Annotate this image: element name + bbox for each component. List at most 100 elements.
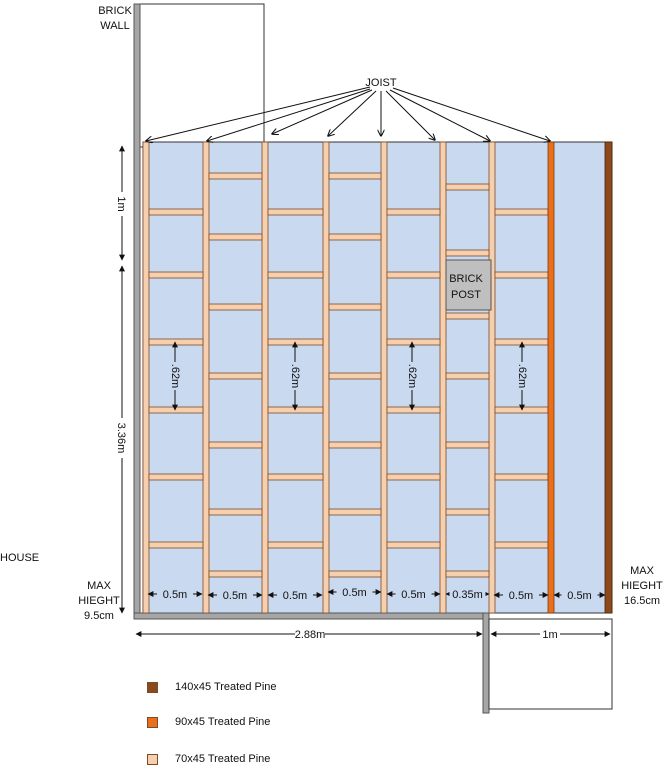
noggin-2-2	[208, 233, 263, 241]
bearer-140x45	[604, 141, 613, 614]
joist-3	[261, 141, 269, 614]
max-height-left-line-3: 9.5cm	[84, 610, 114, 622]
bay-width-label: 0.5m	[163, 589, 187, 601]
joist-2	[202, 141, 210, 614]
noggin-7-6	[494, 541, 549, 549]
vertical-dimension-1m: 1m	[115, 145, 129, 261]
vertical-dimension-main: 3.36m	[115, 265, 129, 614]
noggin-5-1	[386, 208, 441, 216]
bay-width-label: 0.5m	[223, 590, 247, 602]
legend-item-70x45: 70x45 Treated Pine	[147, 753, 270, 765]
noggin-2-4	[208, 372, 263, 380]
noggin-2-7	[208, 570, 263, 578]
bay-width-dimensions: 0.5m 0.5m 0.5m 0.5m 0.5m 0.35m 0.5m 0.5m	[147, 585, 606, 602]
noggin-2-6	[208, 508, 263, 516]
brick-post-label-1: BRICK	[449, 273, 483, 285]
bay-height-label: .62m	[406, 364, 418, 388]
noggin-3-2	[267, 271, 324, 279]
max-height-right-line-2: HIEGHT	[621, 580, 663, 592]
bay-width-label: 0.5m	[342, 587, 366, 599]
max-height-right: MAX HIEGHT 16.5cm	[621, 565, 663, 607]
max-height-left-line-1: MAX	[87, 580, 112, 592]
noggin-4-1	[328, 172, 382, 180]
bay-width-dim-6: 0.35m	[445, 587, 490, 601]
max-height-right-line-3: 16.5cm	[624, 595, 660, 607]
bearer-90x45	[547, 141, 555, 614]
bay-width-label: 0.5m	[567, 590, 591, 602]
noggin-4-7	[328, 570, 382, 578]
noggin-4-2	[328, 233, 382, 241]
noggin-5-6	[386, 541, 441, 549]
noggin-1-4	[148, 406, 204, 414]
bay-width-label: 0.5m	[509, 590, 533, 602]
noggin-6-2	[445, 249, 490, 257]
noggin-7-5	[494, 473, 549, 481]
bay-width-dim-2: 0.5m	[207, 588, 263, 602]
bay-height-label: .62m	[169, 364, 181, 388]
legend-swatch	[147, 753, 158, 765]
house-label: HOUSE	[0, 552, 39, 564]
brick-wall-label-1: BRICK	[98, 5, 132, 17]
brick-wall	[133, 3, 265, 620]
noggin-1-1	[148, 208, 204, 216]
bay-width-dim-8: 0.5m	[553, 588, 606, 602]
bay-width-dim-7: 0.5m	[493, 588, 549, 602]
legend-item-140x45: 140x45 Treated Pine	[147, 681, 277, 693]
bay-width-dim-5: 0.5m	[386, 587, 441, 601]
bay-height-dim-4: .62m	[515, 341, 529, 411]
bay-width-label: 0.5m	[283, 590, 307, 602]
noggin-5-2	[386, 271, 441, 279]
bay-height-label: .62m	[289, 364, 301, 388]
noggin-1-2	[148, 271, 204, 279]
joist-4	[322, 141, 330, 614]
noggin-6-5	[445, 441, 490, 449]
joist-6	[439, 141, 447, 614]
noggin-1-6	[148, 541, 204, 549]
noggin-4-5	[328, 441, 382, 449]
joist-label: JOIST	[365, 77, 396, 89]
noggin-2-3	[208, 303, 263, 311]
max-height-left: MAX HIEGHT 9.5cm	[78, 580, 120, 622]
legend-label: 90x45 Treated Pine	[175, 716, 271, 728]
noggin-6-6	[445, 508, 490, 516]
max-height-left-line-2: HIEGHT	[78, 595, 120, 607]
noggin-3-6	[267, 541, 324, 549]
bay-width-dim-1: 0.5m	[147, 587, 203, 601]
noggin-5-5	[386, 473, 441, 481]
noggin-4-6	[328, 508, 382, 516]
lower-wall	[133, 612, 613, 714]
extension-outline	[488, 618, 613, 710]
joist-5	[380, 141, 388, 614]
brick-wall-label-2: WALL	[100, 20, 130, 32]
dim-main-label: 3.36m	[115, 423, 127, 454]
legend-label: 70x45 Treated Pine	[175, 753, 271, 765]
noggin-7-1	[494, 208, 549, 216]
noggin-6-7	[445, 570, 490, 578]
noggin-7-2	[494, 271, 549, 279]
noggin-2-1	[208, 172, 263, 180]
noggin-1-3	[148, 338, 204, 346]
noggin-6-3	[445, 312, 490, 320]
bay-height-dim-2: .62m	[288, 341, 302, 411]
extension-width-dimension: 1m	[490, 627, 611, 641]
bay-width-label: 0.5m	[401, 589, 425, 601]
noggin-2-5	[208, 441, 263, 449]
bay-height-dimensions: .62m .62m .62m .62m	[168, 341, 529, 411]
bay-height-dim-1: .62m	[168, 341, 182, 411]
noggin-4-4	[328, 372, 382, 380]
total-width-label: 2.88m	[295, 629, 326, 641]
joist-1	[142, 141, 150, 614]
house-wall	[133, 3, 141, 620]
dim-1m-label: 1m	[115, 196, 127, 211]
legend-label: 140x45 Treated Pine	[175, 681, 277, 693]
max-height-right-line-1: MAX	[630, 565, 655, 577]
bay-height-label: .62m	[516, 364, 528, 388]
total-width-dimension: 2.88m	[135, 627, 483, 641]
bay-width-dim-3: 0.5m	[267, 588, 323, 602]
noggin-3-5	[267, 473, 324, 481]
noggin-5-3	[386, 338, 441, 346]
legend-item-90x45: 90x45 Treated Pine	[147, 716, 270, 728]
noggin-6-4	[445, 372, 490, 380]
brick-post: BRICK POST	[445, 259, 492, 311]
